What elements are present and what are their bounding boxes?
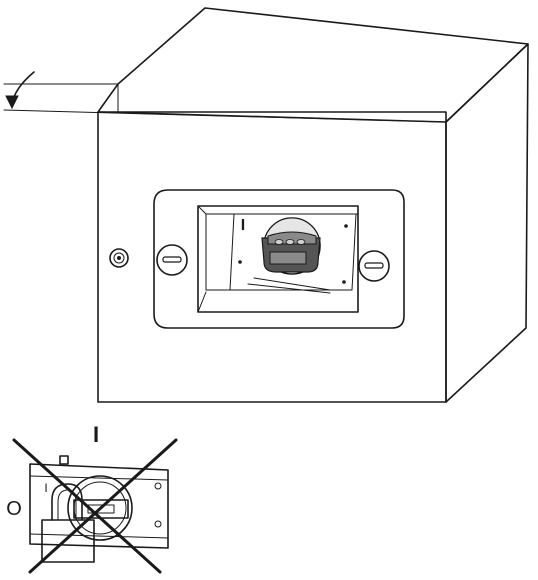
label-off-position: O [6,498,22,520]
prohibited-cross-icon [12,438,162,574]
padlock-prohibited-diagram: I O I [6,422,178,574]
label-inner-position: I [44,481,47,495]
padlock-icon [41,519,95,563]
panel-screw-right [358,250,390,282]
door-lock-icon [109,248,129,268]
rotary-handle[interactable] [261,217,321,275]
screw-icon [238,260,242,264]
switch-panel: I [153,189,405,329]
lid-angle-indicator [3,71,447,123]
screw-icon [344,224,348,228]
panel-screw-left [156,244,188,276]
enclosure-box [97,7,529,403]
label-on-position: I [93,422,99,447]
arrow-head-icon [5,95,19,110]
switch-position-label: I [241,217,245,234]
prohibited-cross-icon [28,438,178,574]
screw-icon [342,280,346,284]
